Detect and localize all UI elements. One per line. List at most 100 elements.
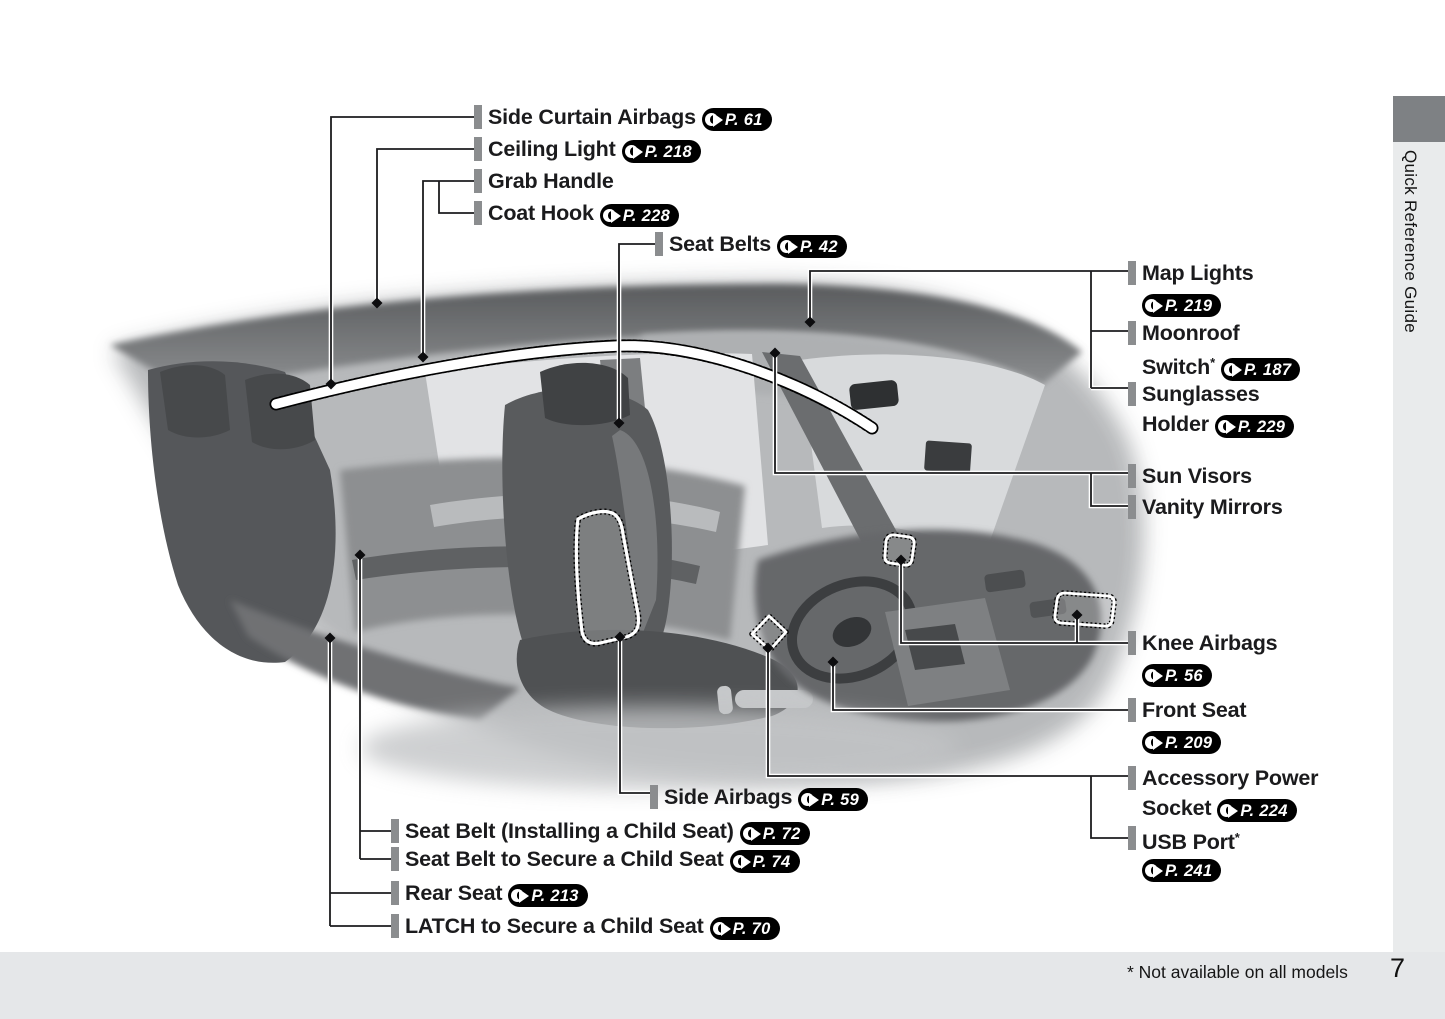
callout-label: Moonroof (1142, 321, 1240, 345)
arrow-icon (602, 207, 621, 224)
arrow-icon (1223, 361, 1242, 378)
arrow-icon (1145, 734, 1163, 751)
knee-airbag-outline-driver (882, 532, 917, 568)
arrow-icon (732, 853, 751, 870)
page-ref-badge[interactable]: P. 61 (701, 108, 772, 131)
callout-tick (1128, 766, 1136, 790)
callout-side-airbags: Side Airbags P. 59 (650, 782, 869, 812)
page-ref-text: P. 56 (1165, 666, 1203, 685)
callout-tick (1128, 464, 1136, 488)
callout-vanity-mirrors: Vanity Mirrors (1128, 492, 1283, 522)
page-ref-badge[interactable]: P. 209 (1142, 731, 1222, 754)
page-ref-badge[interactable]: P. 213 (508, 884, 588, 907)
callout-label: LATCH to Secure a Child Seat (405, 914, 704, 938)
page-ref-text: P. 224 (1240, 801, 1288, 820)
page-ref-badge[interactable]: P. 72 (739, 822, 810, 845)
callout-usb-port: USB Port* P. 241 (1128, 823, 1312, 883)
page-ref-badge[interactable]: P. 187 (1220, 358, 1301, 381)
callout-tick (1128, 826, 1136, 850)
callout-tick (391, 881, 399, 905)
callout-tick (1128, 382, 1136, 406)
page-ref-text: P. 241 (1165, 861, 1213, 880)
page-ref-badge[interactable]: P. 224 (1217, 799, 1297, 822)
arrow-icon (511, 887, 530, 904)
arrow-icon (742, 825, 761, 842)
page-ref-text: P. 213 (531, 886, 579, 905)
page-ref-badge[interactable]: P. 70 (709, 917, 780, 940)
chapter-thumb-tab[interactable] (1393, 96, 1445, 142)
callout-label: Sunglasses (1142, 382, 1260, 406)
arrow-icon (1220, 802, 1239, 819)
page-ref-badge[interactable]: P. 74 (729, 850, 800, 873)
arrow-icon (1145, 667, 1163, 684)
footnote-asterisk: * (1210, 355, 1215, 370)
callout-label: Seat Belts (669, 232, 771, 256)
callout-label: Side Airbags (664, 785, 793, 809)
chapter-edge-strip (1393, 142, 1445, 952)
callout-label: Seat Belt (Installing a Child Seat) (405, 819, 734, 843)
page-ref-text: P. 219 (1165, 296, 1213, 315)
callout-label: Coat Hook (488, 201, 594, 225)
footnote-text: * Not available on all models (1127, 962, 1348, 982)
callout-label: Grab Handle (488, 169, 614, 193)
chapter-title-vertical: Quick Reference Guide (1401, 150, 1420, 333)
callout-sun-visors: Sun Visors (1128, 461, 1252, 491)
arrow-icon (1145, 297, 1163, 314)
page-ref-badge[interactable]: P. 56 (1142, 664, 1212, 687)
page-ref-badge[interactable]: P. 228 (599, 204, 680, 227)
arrow-icon (1145, 862, 1163, 879)
page-ref-badge[interactable]: P. 59 (798, 788, 869, 811)
page-ref-badge[interactable]: P. 42 (776, 235, 847, 258)
callout-label: Front Seat (1142, 698, 1247, 722)
page-ref-badge[interactable]: P. 229 (1214, 415, 1295, 438)
callout-tick (391, 914, 399, 938)
car-body-silhouette (110, 282, 1144, 790)
page-ref-badge[interactable]: P. 218 (621, 140, 701, 163)
page-ref-text: P. 42 (799, 237, 838, 256)
callout-label: Knee Airbags (1142, 631, 1278, 655)
page-ref-badge[interactable]: P. 241 (1142, 859, 1222, 882)
arrow-icon (712, 920, 731, 937)
callout-tick (1128, 495, 1136, 519)
page-ref-text: P. 61 (724, 110, 763, 129)
callout-diamond-markers (324, 297, 1083, 668)
callout-tick (391, 847, 399, 871)
callout-label: Side Curtain Airbags (488, 105, 696, 129)
callout-latch-child-seat: LATCH to Secure a Child Seat P. 70 (391, 911, 780, 941)
page-ref-text: P. 187 (1243, 360, 1292, 379)
callout-label: Socket (1142, 796, 1212, 820)
callout-seat-belt-installing-child-seat: Seat Belt (Installing a Child Seat) P. 72 (391, 816, 810, 846)
callout-tick (391, 819, 399, 843)
arrow-icon (624, 143, 643, 160)
page-ref-text: P. 59 (821, 790, 860, 809)
callout-side-curtain-airbags: Side Curtain Airbags P. 61 (474, 102, 772, 132)
arrow-icon (704, 111, 723, 128)
page-footer (0, 952, 1445, 1019)
page-ref-text: P. 218 (644, 142, 692, 161)
callout-seat-belts: Seat Belts P. 42 (655, 229, 847, 259)
arrow-icon (801, 791, 820, 808)
callout-label: Vanity Mirrors (1142, 495, 1283, 519)
callout-ceiling-light: Ceiling Light P. 218 (474, 134, 701, 164)
leader-lines (327, 114, 1128, 929)
page-ref-text: P. 70 (732, 919, 771, 938)
callout-tick (650, 785, 658, 809)
callout-tick (474, 137, 482, 161)
callout-front-seat: Front Seat P. 209 (1128, 695, 1312, 755)
page-ref-text: P. 228 (622, 206, 671, 225)
footnote-asterisk: * (1234, 830, 1240, 845)
page-ref-badge[interactable]: P. 219 (1142, 294, 1222, 317)
callout-label: Ceiling Light (488, 137, 616, 161)
callout-tick (655, 232, 663, 256)
arrow-icon (1217, 418, 1236, 435)
callout-label: Switch (1142, 355, 1211, 379)
knee-airbag-outline-passenger (1052, 590, 1117, 629)
callout-map-lights: Map Lights P. 219 (1128, 258, 1302, 318)
page-ref-text: P. 72 (762, 824, 801, 843)
callout-tick (474, 105, 482, 129)
side-airbag-outline (573, 508, 642, 647)
callout-label: Sun Visors (1142, 464, 1252, 488)
